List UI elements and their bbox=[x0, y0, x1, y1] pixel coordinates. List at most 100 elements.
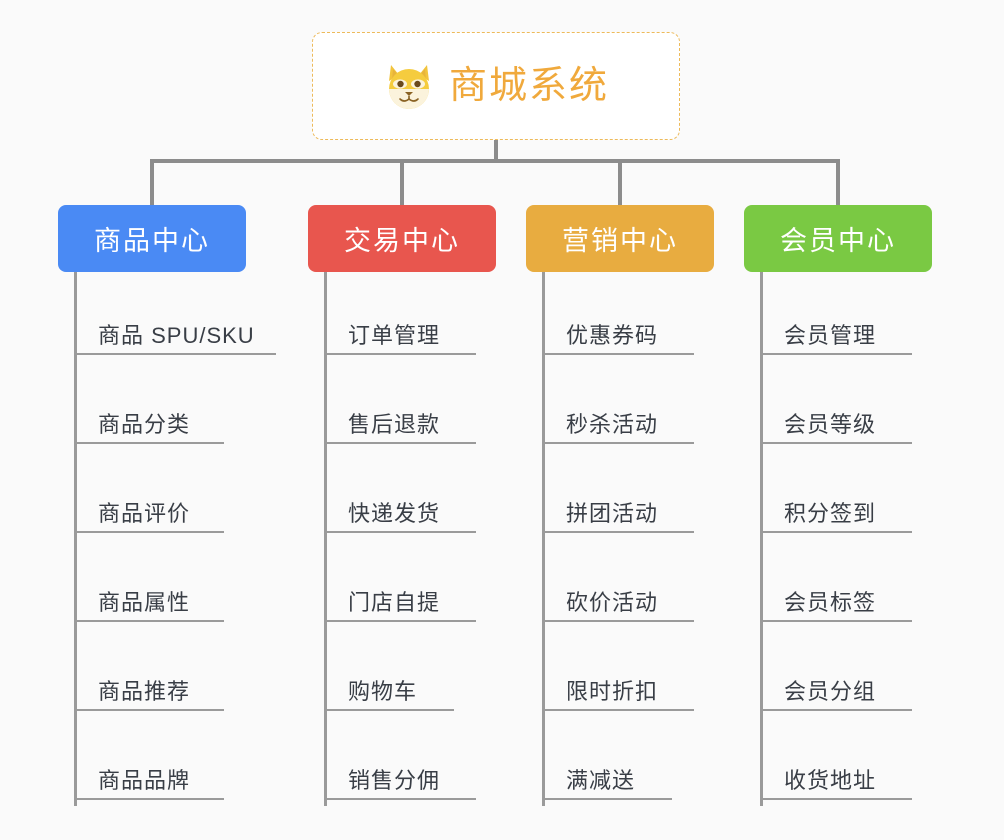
list-item[interactable]: 秒杀活动 bbox=[526, 361, 714, 450]
leaf-label: 秒杀活动 bbox=[566, 412, 659, 437]
list-item[interactable]: 销售分佣 bbox=[308, 717, 496, 806]
leaf-underline bbox=[760, 620, 912, 622]
leaf-label: 优惠券码 bbox=[566, 323, 659, 348]
branch-column-4: 会员中心 会员管理 会员等级 积分签到 会员标签 会员分组 bbox=[744, 205, 932, 806]
leaf-underline bbox=[324, 709, 454, 711]
list-item[interactable]: 门店自提 bbox=[308, 539, 496, 628]
category-title-2: 交易中心 bbox=[344, 226, 460, 256]
list-item[interactable]: 收货地址 bbox=[744, 717, 932, 806]
list-item[interactable]: 订单管理 bbox=[308, 272, 496, 361]
leaf-label: 商品 SPU/SKU bbox=[98, 323, 255, 348]
spine-4 bbox=[760, 272, 763, 806]
leaf-label: 销售分佣 bbox=[348, 768, 441, 793]
category-title-4: 会员中心 bbox=[780, 226, 896, 256]
list-item[interactable]: 拼团活动 bbox=[526, 450, 714, 539]
leaf-underline bbox=[324, 353, 476, 355]
leaf-underline bbox=[760, 709, 912, 711]
category-header-1[interactable]: 商品中心 bbox=[58, 205, 246, 272]
list-item[interactable]: 会员等级 bbox=[744, 361, 932, 450]
root-node[interactable]: 商城系统 bbox=[312, 32, 680, 140]
leaf-underline bbox=[74, 798, 224, 800]
leaf-underline bbox=[74, 709, 224, 711]
leaf-label: 门店自提 bbox=[348, 590, 441, 615]
leaf-underline bbox=[542, 798, 672, 800]
connector-drop-3 bbox=[618, 159, 622, 205]
list-item[interactable]: 限时折扣 bbox=[526, 628, 714, 717]
root-node-content: 商城系统 bbox=[383, 61, 609, 111]
connector-drop-1 bbox=[150, 159, 154, 205]
leaf-list-3: 优惠券码 秒杀活动 拼团活动 砍价活动 限时折扣 满减送 bbox=[526, 272, 714, 806]
list-item[interactable]: 会员管理 bbox=[744, 272, 932, 361]
list-item[interactable]: 商品分类 bbox=[58, 361, 246, 450]
list-item[interactable]: 商品 SPU/SKU bbox=[58, 272, 276, 361]
leaf-underline bbox=[324, 531, 476, 533]
leaf-underline bbox=[324, 798, 476, 800]
shiba-dog-face-icon bbox=[383, 61, 435, 111]
leaf-label: 商品属性 bbox=[98, 590, 191, 615]
leaf-underline bbox=[324, 442, 476, 444]
leaf-label: 商品推荐 bbox=[98, 679, 191, 704]
leaf-underline bbox=[542, 353, 694, 355]
leaf-label: 收货地址 bbox=[784, 768, 877, 793]
leaf-underline bbox=[74, 353, 276, 355]
connector-drop-4 bbox=[836, 159, 840, 205]
list-item[interactable]: 砍价活动 bbox=[526, 539, 714, 628]
list-item[interactable]: 商品推荐 bbox=[58, 628, 246, 717]
leaf-label: 满减送 bbox=[566, 768, 636, 793]
leaf-label: 会员管理 bbox=[784, 323, 877, 348]
category-header-4[interactable]: 会员中心 bbox=[744, 205, 932, 272]
leaf-underline bbox=[74, 442, 224, 444]
leaf-label: 限时折扣 bbox=[566, 679, 659, 704]
leaf-label: 购物车 bbox=[348, 679, 418, 704]
leaf-underline bbox=[760, 531, 912, 533]
leaf-label: 订单管理 bbox=[348, 323, 441, 348]
spine-3 bbox=[542, 272, 545, 806]
branch-column-2: 交易中心 订单管理 售后退款 快递发货 门店自提 购物车 bbox=[308, 205, 496, 806]
leaf-label: 会员等级 bbox=[784, 412, 877, 437]
leaf-label: 商品评价 bbox=[98, 501, 191, 526]
leaf-label: 售后退款 bbox=[348, 412, 441, 437]
leaf-list-1: 商品 SPU/SKU 商品分类 商品评价 商品属性 商品推荐 商品品牌 bbox=[58, 272, 276, 806]
list-item[interactable]: 购物车 bbox=[308, 628, 496, 717]
list-item[interactable]: 优惠券码 bbox=[526, 272, 714, 361]
leaf-label: 商品品牌 bbox=[98, 768, 191, 793]
spine-1 bbox=[74, 272, 77, 806]
category-title-1: 商品中心 bbox=[94, 226, 210, 256]
leaf-underline bbox=[760, 442, 912, 444]
list-item[interactable]: 商品品牌 bbox=[58, 717, 246, 806]
leaf-label: 积分签到 bbox=[784, 501, 877, 526]
connector-horizontal-bar bbox=[150, 159, 840, 163]
leaf-underline bbox=[542, 442, 694, 444]
list-item[interactable]: 会员分组 bbox=[744, 628, 932, 717]
list-item[interactable]: 满减送 bbox=[526, 717, 714, 806]
list-item[interactable]: 快递发货 bbox=[308, 450, 496, 539]
category-header-3[interactable]: 营销中心 bbox=[526, 205, 714, 272]
list-item[interactable]: 积分签到 bbox=[744, 450, 932, 539]
leaf-underline bbox=[760, 798, 912, 800]
branch-column-3: 营销中心 优惠券码 秒杀活动 拼团活动 砍价活动 限时折扣 bbox=[526, 205, 714, 806]
category-header-2[interactable]: 交易中心 bbox=[308, 205, 496, 272]
list-item[interactable]: 商品评价 bbox=[58, 450, 246, 539]
leaf-label: 拼团活动 bbox=[566, 501, 659, 526]
branch-column-1: 商品中心 商品 SPU/SKU 商品分类 商品评价 商品属性 商品推荐 bbox=[58, 205, 276, 806]
connector-drop-2 bbox=[400, 159, 404, 205]
leaf-underline bbox=[74, 531, 224, 533]
leaf-label: 砍价活动 bbox=[566, 590, 659, 615]
leaf-label: 会员分组 bbox=[784, 679, 877, 704]
leaf-underline bbox=[542, 709, 694, 711]
leaf-list-2: 订单管理 售后退款 快递发货 门店自提 购物车 销售分佣 bbox=[308, 272, 496, 806]
leaf-underline bbox=[760, 353, 912, 355]
list-item[interactable]: 售后退款 bbox=[308, 361, 496, 450]
leaf-underline bbox=[74, 620, 224, 622]
connector-root-stem bbox=[494, 140, 498, 161]
root-title: 商城系统 bbox=[448, 65, 609, 107]
leaf-label: 会员标签 bbox=[784, 590, 877, 615]
list-item[interactable]: 商品属性 bbox=[58, 539, 246, 628]
leaf-label: 商品分类 bbox=[98, 412, 191, 437]
leaf-underline bbox=[542, 531, 694, 533]
leaf-underline bbox=[542, 620, 694, 622]
list-item[interactable]: 会员标签 bbox=[744, 539, 932, 628]
spine-2 bbox=[324, 272, 327, 806]
leaf-label: 快递发货 bbox=[348, 501, 441, 526]
